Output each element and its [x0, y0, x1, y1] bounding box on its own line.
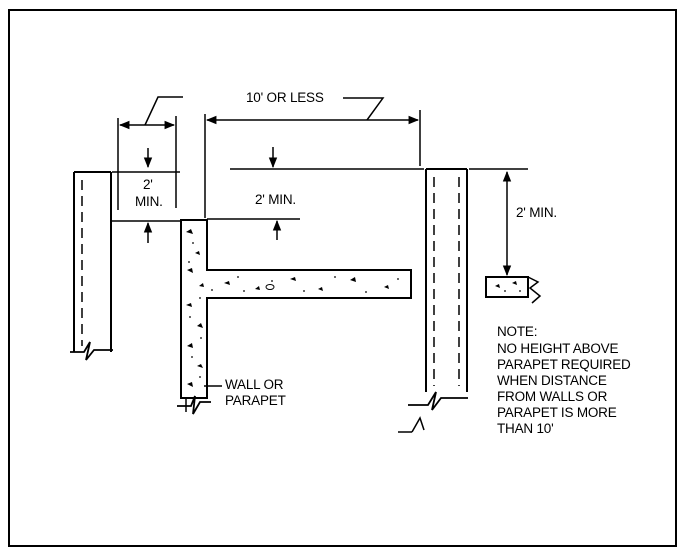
- concrete-texture: [186, 229, 399, 387]
- label-left-min: MIN.: [135, 194, 163, 209]
- note-title: NOTE:: [497, 324, 538, 339]
- right-slab: [485, 276, 542, 304]
- label-center-2-min: 2' MIN.: [255, 192, 296, 207]
- dimension-right-2-min: [469, 168, 528, 277]
- right-wall: [398, 168, 468, 433]
- parapet-t-wall: [177, 219, 412, 415]
- label-wall-or: WALL OR: [225, 377, 284, 392]
- dimension-center-2-min: [207, 147, 424, 240]
- left-wall: [70, 171, 113, 361]
- dimension-left-2-min: [112, 148, 180, 243]
- label-parapet: PARAPET: [225, 393, 286, 408]
- label-right-2-min: 2' MIN.: [516, 205, 557, 220]
- label-left-2: 2': [143, 177, 153, 192]
- label-10-or-less: 10' OR LESS: [246, 90, 324, 105]
- dimension-10-or-less: [204, 97, 421, 218]
- figure-frame: [8, 9, 677, 547]
- note-body: NO HEIGHT ABOVE PARAPET REQUIRED WHEN DI…: [497, 341, 631, 436]
- dimension-left-width: [117, 96, 183, 210]
